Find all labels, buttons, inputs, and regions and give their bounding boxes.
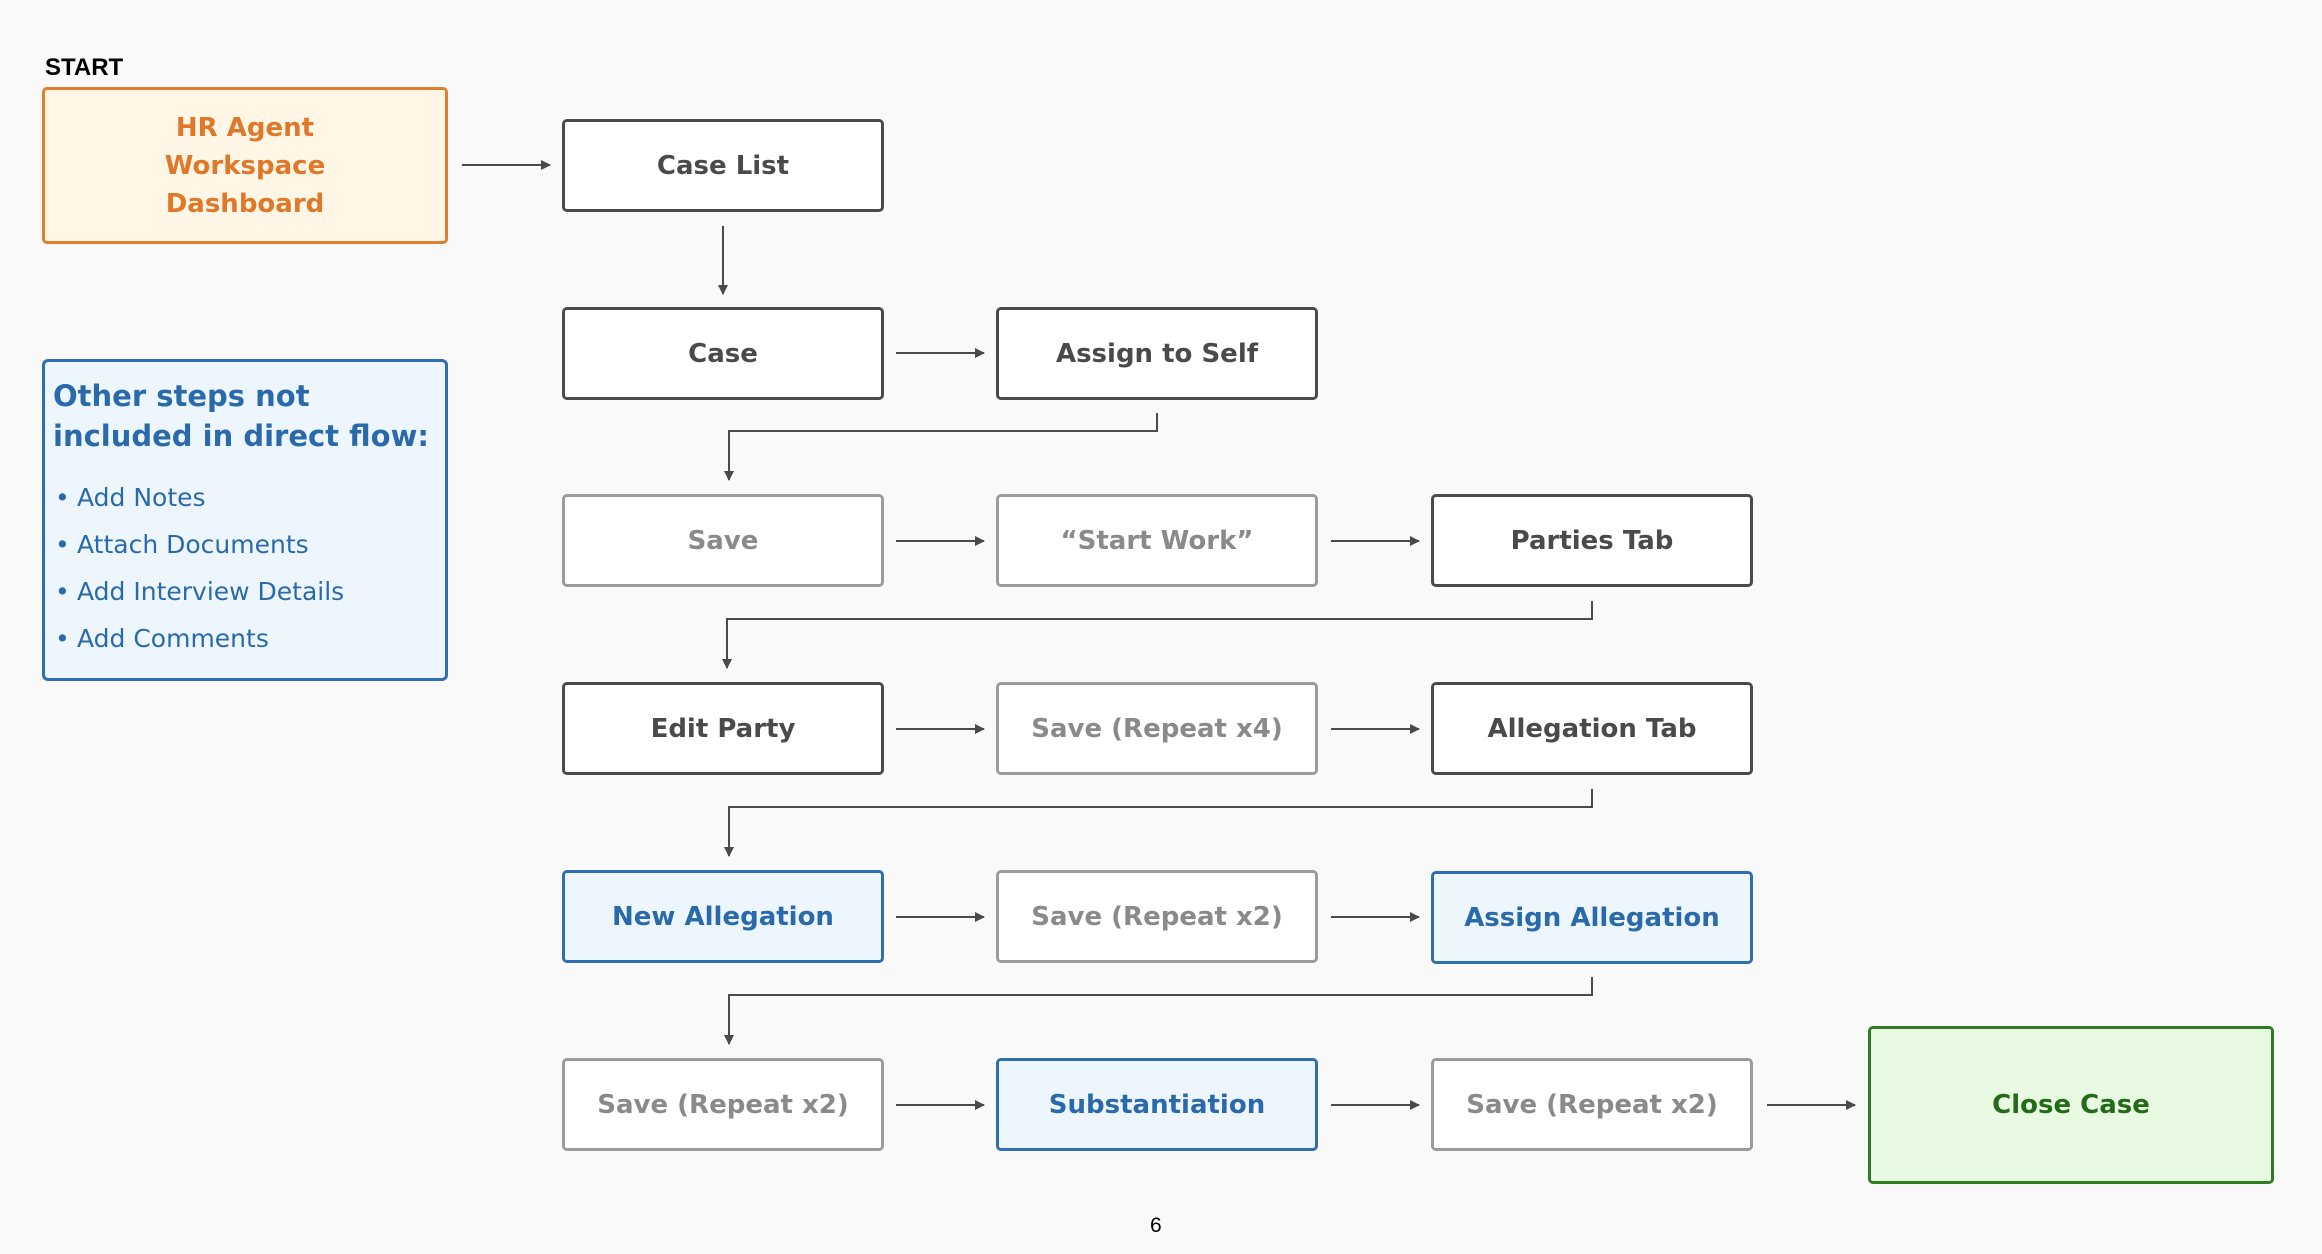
node-label: Parties Tab bbox=[1510, 525, 1674, 556]
node-substantiation[interactable]: Substantiation bbox=[996, 1058, 1318, 1151]
note-item: •Add Interview Details bbox=[53, 568, 445, 615]
node-save-repeat-x2-c[interactable]: Save (Repeat x2) bbox=[1431, 1058, 1753, 1151]
node-allegation-tab[interactable]: Allegation Tab bbox=[1431, 682, 1753, 775]
note-item-label: Add Comments bbox=[77, 624, 269, 653]
note-title: Other steps not included in direct flow: bbox=[53, 379, 429, 453]
node-label: Save (Repeat x2) bbox=[1466, 1089, 1718, 1120]
bullet-icon: • bbox=[55, 577, 70, 606]
edge-allegation-tab-to-new-allegation bbox=[724, 789, 1593, 857]
node-close-case[interactable]: Close Case bbox=[1868, 1026, 2274, 1184]
node-start-work[interactable]: “Start Work” bbox=[996, 494, 1318, 587]
node-label: Allegation Tab bbox=[1487, 713, 1697, 744]
node-save-repeat-x4[interactable]: Save (Repeat x4) bbox=[996, 682, 1318, 775]
node-case[interactable]: Case bbox=[562, 307, 884, 400]
node-label: Save (Repeat x2) bbox=[1031, 901, 1283, 932]
node-hr-agent-workspace-dashboard[interactable]: HR Agent Workspace Dashboard bbox=[42, 87, 448, 244]
other-steps-note: Other steps not included in direct flow:… bbox=[42, 359, 448, 681]
node-parties-tab[interactable]: Parties Tab bbox=[1431, 494, 1753, 587]
note-item: •Add Notes bbox=[53, 474, 445, 521]
node-label: Assign Allegation bbox=[1464, 902, 1720, 933]
note-item-label: Add Notes bbox=[77, 483, 206, 512]
node-label: Substantiation bbox=[1048, 1089, 1266, 1120]
page-number: 6 bbox=[1150, 1214, 1162, 1237]
node-assign-allegation[interactable]: Assign Allegation bbox=[1431, 871, 1753, 964]
node-label: Edit Party bbox=[650, 713, 796, 744]
node-case-list[interactable]: Case List bbox=[562, 119, 884, 212]
node-label: Close Case bbox=[1992, 1090, 2150, 1120]
edge-assign-allegation-to-save-x2 bbox=[724, 977, 1593, 1045]
node-save-repeat-x2-b[interactable]: Save (Repeat x2) bbox=[562, 1058, 884, 1151]
note-item-label: Attach Documents bbox=[77, 530, 309, 559]
note-item: •Attach Documents bbox=[53, 521, 445, 568]
edge-parties-tab-to-edit-party bbox=[722, 601, 1593, 669]
start-label: START bbox=[45, 54, 124, 81]
edge-assign-self-to-save bbox=[724, 413, 1158, 481]
node-label: Save bbox=[687, 525, 759, 556]
bullet-icon: • bbox=[55, 530, 70, 559]
node-label: Case bbox=[688, 338, 758, 369]
note-item: •Add Comments bbox=[53, 615, 445, 662]
bullet-icon: • bbox=[55, 624, 70, 653]
node-label: Save (Repeat x4) bbox=[1031, 713, 1283, 744]
node-save-repeat-x2-a[interactable]: Save (Repeat x2) bbox=[996, 870, 1318, 963]
node-label: “Start Work” bbox=[1060, 525, 1254, 556]
note-item-label: Add Interview Details bbox=[77, 577, 345, 606]
node-edit-party[interactable]: Edit Party bbox=[562, 682, 884, 775]
node-new-allegation[interactable]: New Allegation bbox=[562, 870, 884, 963]
node-label: Case List bbox=[656, 150, 790, 181]
node-label: Save (Repeat x2) bbox=[597, 1089, 849, 1120]
note-list: •Add Notes •Attach Documents •Add Interv… bbox=[53, 474, 445, 662]
node-assign-to-self[interactable]: Assign to Self bbox=[996, 307, 1318, 400]
node-label: Assign to Self bbox=[1055, 338, 1259, 369]
node-label: HR Agent Workspace Dashboard bbox=[164, 112, 326, 219]
node-save[interactable]: Save bbox=[562, 494, 884, 587]
bullet-icon: • bbox=[55, 483, 70, 512]
node-label: New Allegation bbox=[612, 901, 834, 932]
